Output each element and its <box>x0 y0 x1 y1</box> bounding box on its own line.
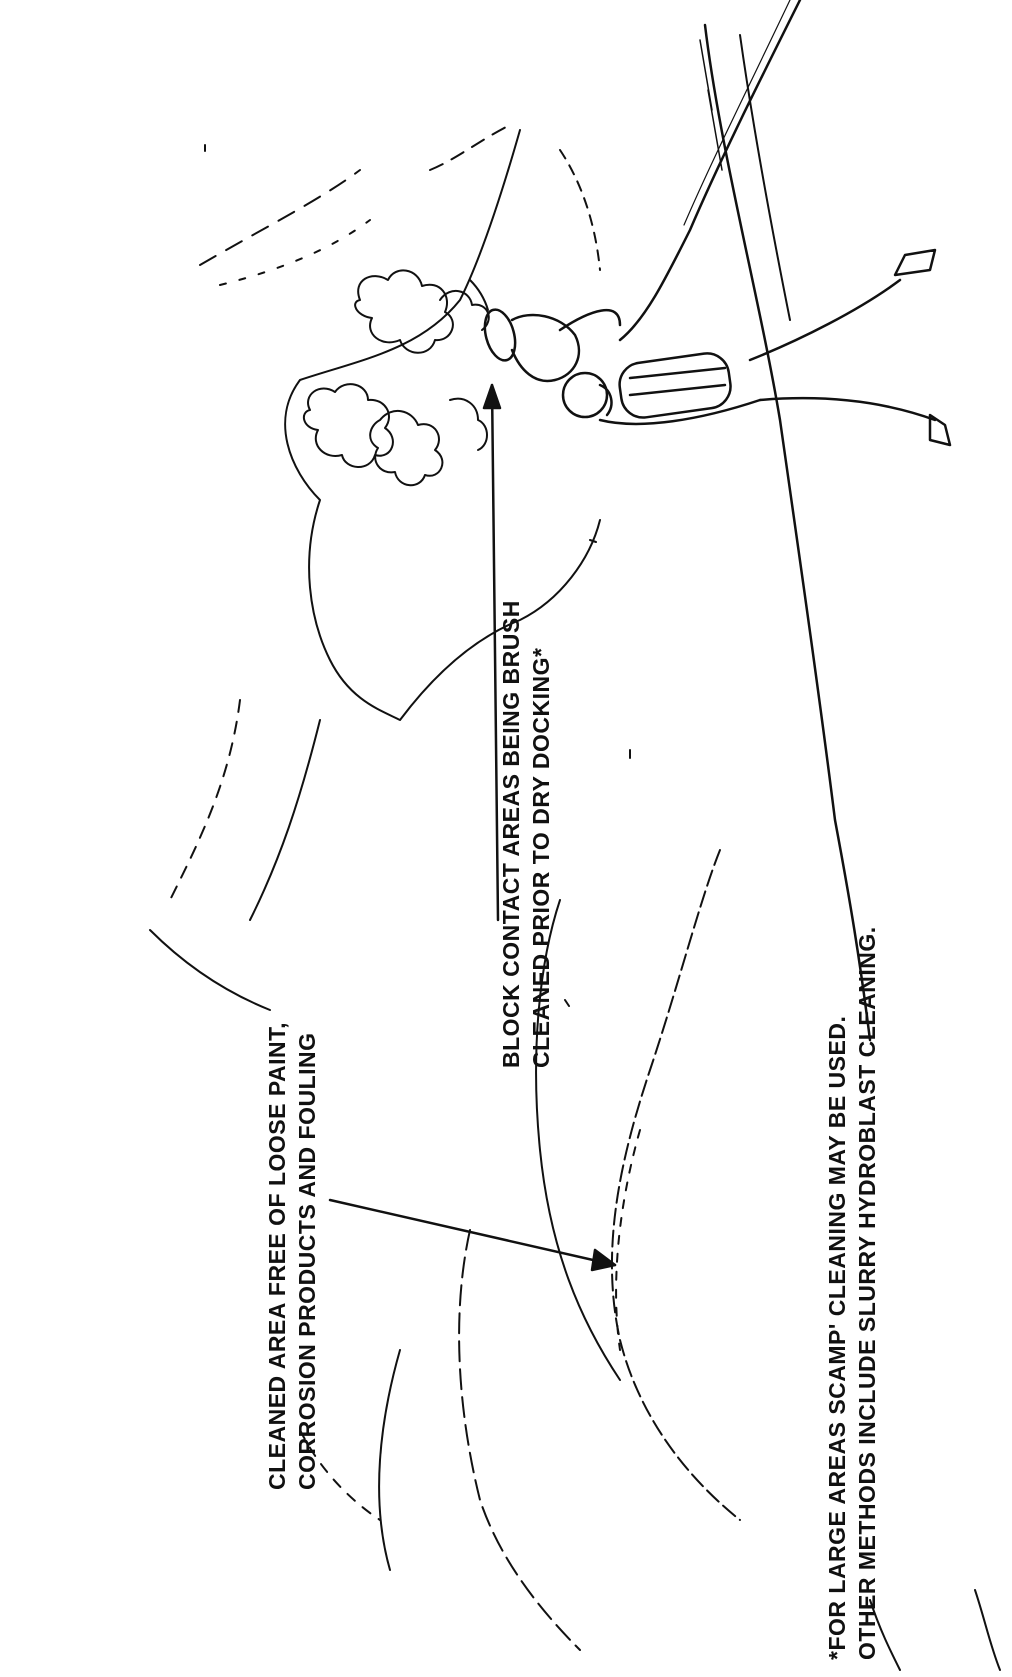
block-contact-label-line2: CLEANED PRIOR TO DRY DOCKING* <box>526 600 556 1068</box>
arrow-to-cleaned-area <box>330 1200 615 1270</box>
cleaned-area-label: CLEANED AREA FREE OF LOOSE PAINT, CORROS… <box>262 1022 322 1490</box>
bubble-clusters <box>304 270 489 485</box>
cleaned-area-label-line1: CLEANED AREA FREE OF LOOSE PAINT, <box>262 1022 292 1490</box>
hull-contour-1 <box>612 850 740 1520</box>
footnote-line2: OTHER METHODS INCLUDE SLURRY HYDROBLAST … <box>852 926 882 1660</box>
block-contact-label: BLOCK CONTACT AREAS BEING BRUSH CLEANED … <box>496 600 556 1068</box>
cleaned-area-label-line2: CORROSION PRODUCTS AND FOULING <box>292 1022 322 1490</box>
hull-contour-4 <box>379 1350 400 1570</box>
footnote-line1: *FOR LARGE AREAS SCAMP' CLEANING MAY BE … <box>822 926 852 1660</box>
hull-keel-line <box>705 25 870 1040</box>
footnote: *FOR LARGE AREAS SCAMP' CLEANING MAY BE … <box>822 926 882 1660</box>
air-hose <box>620 0 800 340</box>
hull-contour-3 <box>459 1230 580 1650</box>
block-contact-label-line1: BLOCK CONTACT AREAS BEING BRUSH <box>496 600 526 1068</box>
hull-keel-line-2 <box>740 35 790 320</box>
diver-figure <box>480 250 950 445</box>
